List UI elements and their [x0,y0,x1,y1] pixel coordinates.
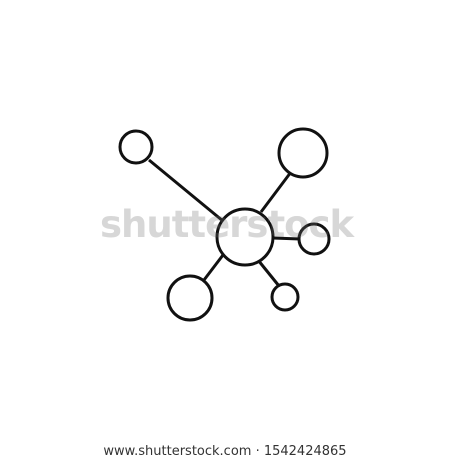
molecule-network-icon [118,127,331,322]
node-right [297,222,331,256]
footer-caption: www.shutterstock.com · 1542424865 [103,444,347,459]
node-top-left [118,129,154,165]
connector-line [256,259,281,287]
connector-line [272,236,301,241]
connector-line [259,171,293,213]
node-bottom-right [270,282,300,312]
node-bottom-left [166,274,214,322]
footer-bar: www.shutterstock.com · 1542424865 [0,438,450,470]
connector-line [202,254,225,281]
node-top-right [277,127,329,179]
center-node [215,207,275,267]
connector-line [148,158,224,223]
